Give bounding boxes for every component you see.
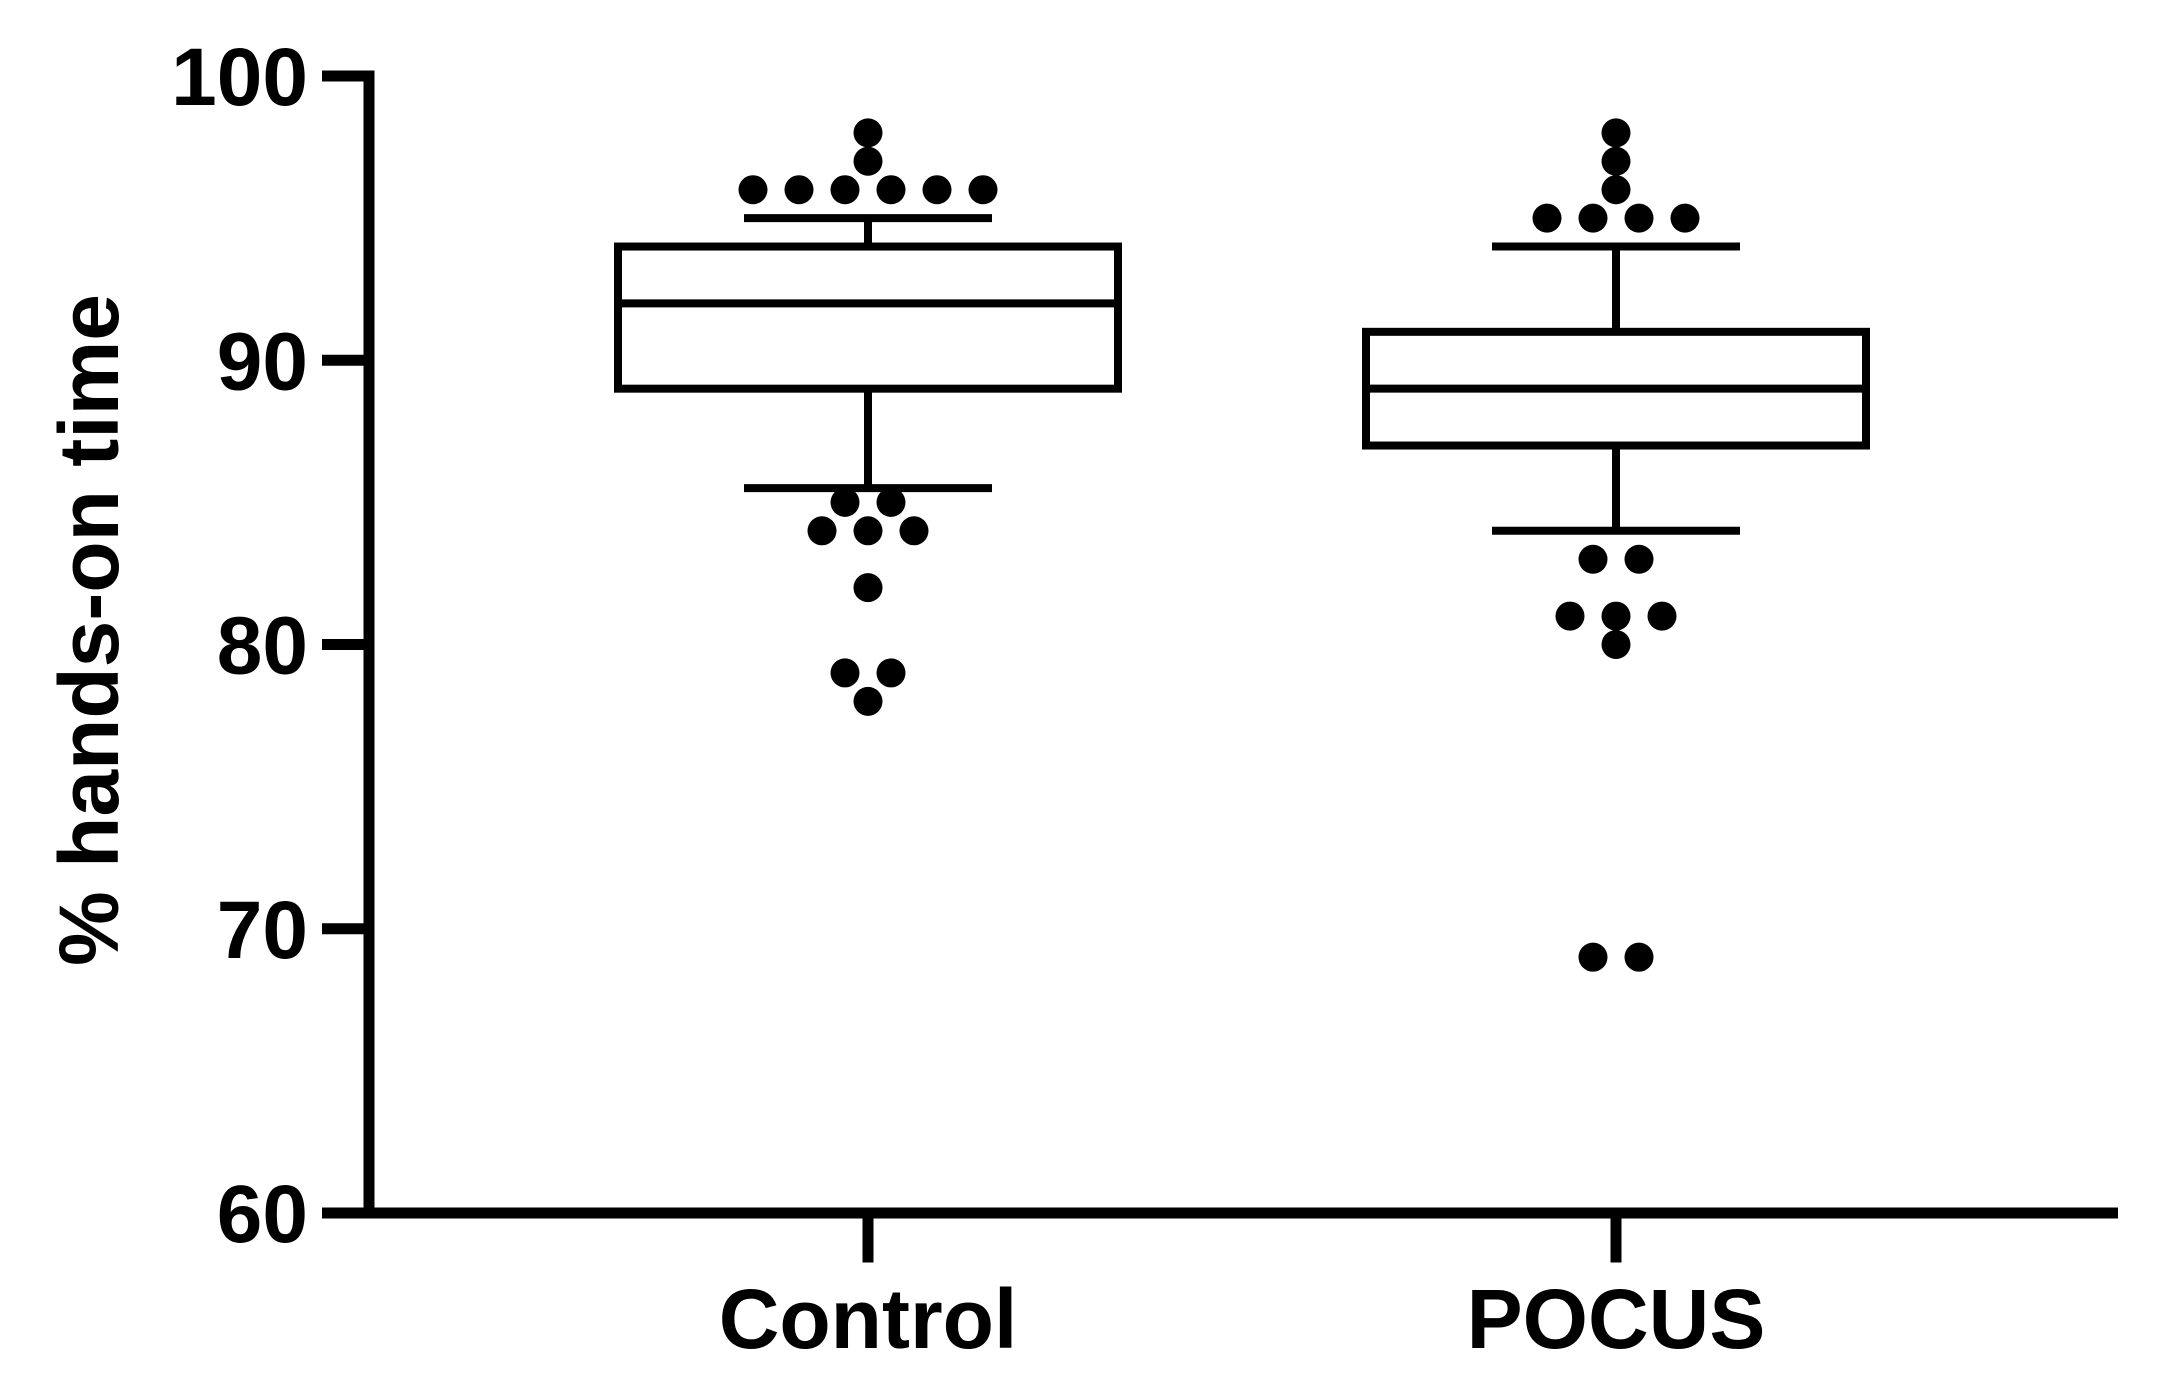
control-outlier-dot: [738, 175, 768, 205]
control-box: [614, 242, 1122, 393]
control-outlier-dot: [784, 175, 814, 205]
control-outlier-dot: [922, 175, 952, 205]
y-tick-label: 80: [217, 601, 308, 692]
control-outlier-dot: [876, 487, 906, 517]
control-outlier-dot: [830, 658, 860, 688]
y-tick-label: 90: [217, 316, 308, 407]
control-outlier-dot: [876, 175, 906, 205]
pocus-outlier-dot: [1578, 203, 1608, 233]
pocus-outlier-dot: [1601, 630, 1631, 659]
control-outlier-dot: [853, 516, 883, 546]
y-tick-label: 70: [217, 885, 308, 976]
control-outlier-dot: [853, 118, 883, 148]
y-tick-label: 60: [217, 1169, 308, 1260]
pocus-outlier-dot: [1601, 175, 1631, 205]
control-outlier-dot: [899, 516, 929, 546]
pocus-outlier-dot: [1601, 601, 1631, 631]
pocus-outlier-dot: [1578, 942, 1608, 972]
control-outlier-dot: [853, 686, 883, 716]
pocus-outlier-dot: [1624, 203, 1654, 233]
control-outlier-dot: [968, 175, 998, 205]
control-outlier-dot: [876, 658, 906, 688]
control-outlier-dot: [830, 175, 860, 205]
pocus-outlier-dot: [1601, 118, 1631, 148]
y-axis-title: % hands-on time: [42, 294, 136, 966]
x-category-label: POCUS: [1467, 1272, 1766, 1366]
x-category-label: Control: [719, 1272, 1018, 1366]
pocus-outlier-dot: [1670, 203, 1700, 233]
pocus-outlier-dot: [1555, 601, 1585, 631]
pocus-outlier-dot: [1624, 942, 1654, 972]
control-outlier-dot: [807, 516, 837, 546]
pocus-outlier-dot: [1601, 146, 1631, 176]
y-tick-label: 100: [171, 32, 308, 123]
pocus-outlier-dot: [1532, 203, 1562, 233]
pocus-outlier-dot: [1578, 544, 1608, 574]
control-outlier-dot: [853, 573, 883, 603]
pocus-outlier-dot: [1647, 601, 1677, 631]
control-outlier-dot: [853, 146, 883, 176]
control-outlier-dot: [830, 487, 860, 517]
pocus-outlier-dot: [1624, 544, 1654, 574]
